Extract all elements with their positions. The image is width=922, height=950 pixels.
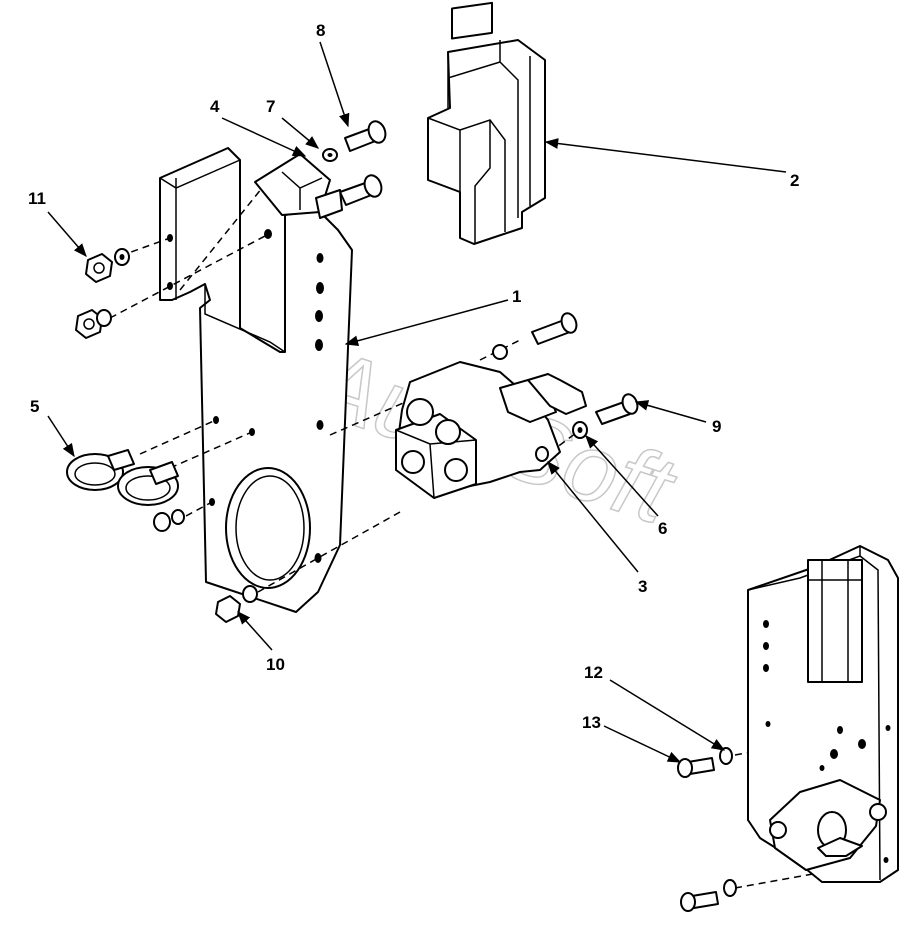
bolt-part-8	[315, 120, 387, 219]
callout-8: 8	[316, 21, 325, 40]
callout-2: 2	[790, 171, 799, 190]
callout-9: 9	[712, 417, 721, 436]
washer-part-12	[719, 747, 737, 897]
callout-6: 6	[658, 519, 667, 538]
callout-4: 4	[210, 97, 220, 116]
nut-washer-part-11	[75, 248, 130, 339]
callout-11: 11	[28, 189, 46, 208]
callout-12: 12	[584, 663, 603, 682]
mounting-bracket-part-1	[159, 147, 353, 613]
washer-part-6	[572, 421, 588, 439]
callout-5: 5	[30, 397, 39, 416]
callout-13: 13	[582, 713, 601, 732]
leader-lines	[47, 41, 787, 763]
callout-3: 3	[638, 577, 647, 596]
clamp-part-5	[66, 449, 185, 532]
callout-1: 1	[512, 287, 521, 306]
assembled-bracket-view	[747, 545, 899, 883]
block-component-part-2	[427, 1, 546, 245]
callout-labels: 1 2 3 4 5 6 7 8 9 10 11 12 13	[28, 21, 799, 732]
screw-upper	[492, 312, 578, 360]
callout-10: 10	[266, 655, 285, 674]
screw-part-13	[677, 757, 719, 912]
callout-7: 7	[266, 97, 275, 116]
screw-part-9	[595, 393, 639, 425]
switch-assembly-part-3	[395, 361, 587, 499]
